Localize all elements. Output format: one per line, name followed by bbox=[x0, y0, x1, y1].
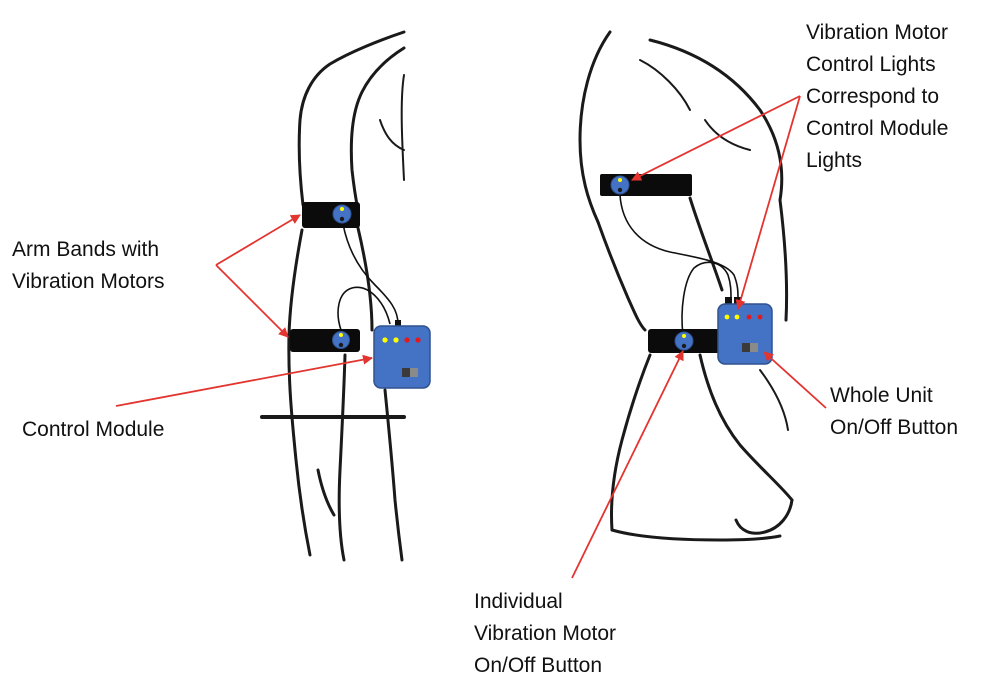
motor-button-icon[interactable] bbox=[617, 187, 623, 193]
motor-button-icon[interactable] bbox=[681, 343, 687, 349]
module-connector bbox=[725, 297, 732, 305]
arrow-individual-button bbox=[571, 350, 684, 579]
arrow-lights-module bbox=[735, 95, 801, 310]
arrow-arm-band-upper bbox=[215, 214, 301, 266]
control-module-label: Control Module bbox=[22, 418, 165, 441]
motor-button-icon[interactable] bbox=[338, 342, 344, 348]
power-button-icon bbox=[750, 343, 758, 352]
power-button-icon[interactable] bbox=[742, 343, 750, 352]
module-led-icon bbox=[757, 314, 763, 320]
left-arm-sketch bbox=[260, 30, 406, 562]
individual-button-label: Individual Vibration Motor On/Off Button bbox=[474, 590, 617, 677]
right-body-sketch bbox=[578, 30, 794, 542]
control-module-box bbox=[717, 303, 773, 365]
arrow-whole-unit bbox=[763, 351, 827, 409]
module-led-icon bbox=[734, 314, 740, 320]
control-lights-label: Vibration Motor Control Lights Correspon… bbox=[806, 21, 949, 172]
motor-led-icon bbox=[618, 178, 622, 182]
module-led-icon bbox=[404, 337, 410, 343]
module-connector bbox=[395, 320, 401, 327]
module-led-icon bbox=[724, 314, 730, 320]
upper-arm-band bbox=[302, 202, 360, 228]
motor-led-icon bbox=[339, 333, 343, 337]
lower-arm-band bbox=[290, 329, 360, 352]
motor-led-icon bbox=[682, 334, 686, 338]
arrow-lights-band bbox=[631, 95, 801, 181]
arrow-arm-band-lower bbox=[215, 264, 289, 338]
whole-unit-button-label: Whole Unit On/Off Button bbox=[830, 384, 959, 439]
power-button-icon[interactable] bbox=[402, 368, 410, 377]
module-led-icon bbox=[415, 337, 421, 343]
motor-button-icon[interactable] bbox=[339, 216, 345, 222]
vibration-motor-icon[interactable] bbox=[332, 331, 350, 349]
arm-bands-label: Arm Bands with Vibration Motors bbox=[12, 238, 165, 293]
module-led-icon bbox=[382, 337, 388, 343]
vibration-motor-icon[interactable] bbox=[674, 331, 694, 351]
module-led-icon bbox=[746, 314, 752, 320]
upper-body-band bbox=[600, 174, 692, 196]
arrow-control-module bbox=[115, 354, 373, 407]
control-module-box bbox=[373, 325, 431, 389]
vibration-motor-icon[interactable] bbox=[610, 175, 630, 195]
right-control-module bbox=[717, 297, 773, 365]
lower-body-band bbox=[648, 329, 730, 353]
module-led-icon bbox=[393, 337, 399, 343]
power-button-icon bbox=[410, 368, 418, 377]
right-wires bbox=[619, 194, 739, 336]
left-control-module bbox=[373, 320, 431, 389]
callout-arrows bbox=[115, 95, 827, 579]
vibration-motor-icon[interactable] bbox=[332, 204, 352, 224]
motor-led-icon bbox=[340, 207, 344, 211]
left-wires bbox=[337, 223, 399, 331]
